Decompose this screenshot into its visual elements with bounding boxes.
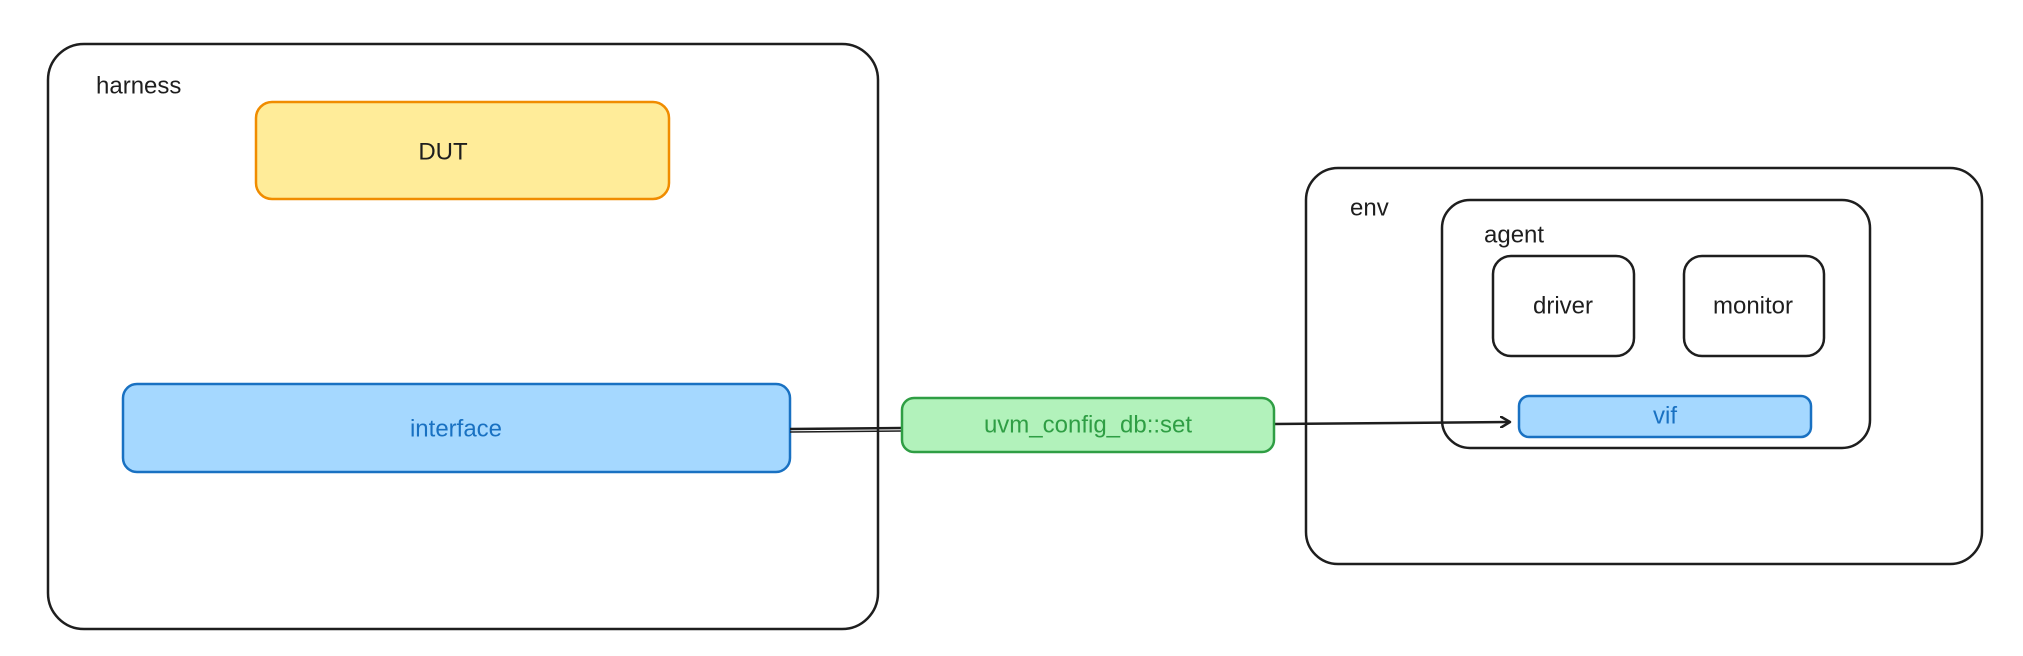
env-label: env [1350, 194, 1389, 221]
vif-block[interactable]: vif [1517, 394, 1813, 439]
env-container[interactable]: env [1304, 166, 1984, 566]
harness-container[interactable]: harness [46, 42, 880, 631]
dut-block[interactable]: DUT [254, 100, 671, 201]
connector-arrow-right [1273, 422, 1510, 424]
dut-box [254, 100, 671, 201]
agent-container[interactable]: agent [1440, 198, 1872, 450]
connector-line-left-sketch [789, 430, 903, 433]
config-db-box [900, 396, 1276, 454]
driver-box [1491, 254, 1636, 358]
env-frame [1304, 166, 1984, 566]
config-db-block[interactable]: uvm_config_db::set [900, 396, 1276, 454]
harness-label: harness [96, 72, 181, 99]
dut-label: DUT [418, 138, 468, 165]
config-connector [789, 422, 1510, 433]
config-db-label: uvm_config_db::set [984, 411, 1192, 438]
agent-label: agent [1484, 221, 1544, 248]
monitor-label: monitor [1713, 292, 1793, 319]
vif-label: vif [1653, 402, 1677, 429]
monitor-box [1682, 254, 1826, 358]
vif-box [1517, 394, 1813, 439]
connector-line-left [789, 426, 903, 431]
driver-block[interactable]: driver [1491, 254, 1636, 358]
monitor-block[interactable]: monitor [1682, 254, 1826, 358]
harness-frame [46, 42, 880, 631]
agent-frame [1440, 198, 1872, 450]
interface-label: interface [410, 415, 502, 442]
driver-label: driver [1533, 292, 1593, 319]
interface-block[interactable]: interface [121, 382, 792, 474]
